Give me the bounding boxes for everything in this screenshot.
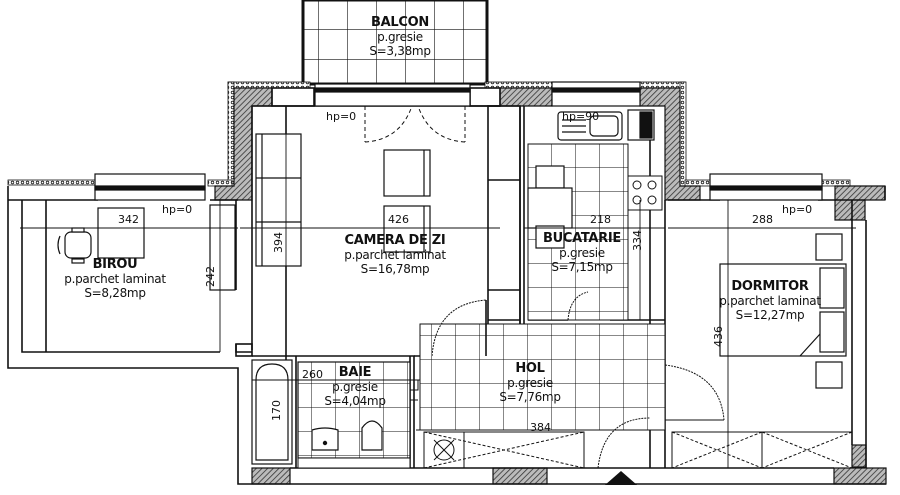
room-area: S=7,15mp: [551, 259, 613, 274]
room-label-balcon: BALCON p.gresie S=3,38mp: [345, 15, 455, 59]
nightstand-icon: [815, 233, 843, 389]
dimension-hol-width: 384: [530, 421, 551, 434]
sill-label-birou: hp=0: [162, 203, 193, 216]
balcony: [301, 0, 489, 86]
kitchen-sink-icon: [557, 111, 623, 141]
room-area: S=16,78mp: [360, 261, 430, 276]
washbasin-icon: [311, 427, 339, 451]
hall-floor-tiles: [419, 323, 666, 431]
room-area: S=12,27mp: [735, 307, 805, 322]
dimension-baie-width: 260: [302, 368, 323, 381]
dimension-camera-height: 394: [272, 232, 285, 253]
room-label-dormitor: DORMITOR p.parchet laminat S=12,27mp: [700, 279, 840, 323]
room-name: BIROU: [92, 257, 138, 272]
armchair-icon: [383, 149, 431, 253]
dimension-bucatarie-width: 218: [590, 213, 611, 226]
dimension-birou-height: 242: [204, 266, 217, 287]
dimension-camera-width: 426: [388, 213, 409, 226]
entrance-arrow-icon: [605, 471, 637, 485]
room-area: S=8,28mp: [84, 285, 146, 300]
dimension-birou-width: 342: [118, 213, 139, 226]
room-floor: p.parchet laminat: [64, 271, 166, 286]
room-name: BALCON: [371, 15, 429, 30]
sill-label-dormitor: hp=0: [782, 203, 813, 216]
bathtub-icon: [251, 359, 293, 465]
room-floor: p.gresie: [507, 375, 553, 390]
sofa-icon: [255, 133, 302, 267]
room-name: DORMITOR: [731, 279, 809, 294]
room-floor: p.gresie: [559, 245, 605, 260]
room-label-baie: BAIE p.gresie S=4,04mp: [310, 365, 400, 409]
room-area: S=7,76mp: [499, 389, 561, 404]
bath-cabinet-icon: [297, 457, 411, 469]
room-area: S=4,04mp: [324, 393, 386, 408]
room-label-bucatarie: BUCATARIE p.gresie S=7,15mp: [527, 231, 637, 275]
dimension-dormitor-width: 288: [752, 213, 773, 226]
windows: [94, 81, 823, 201]
room-floor: p.gresie: [332, 379, 378, 394]
toilet-icon: [361, 420, 383, 451]
dimension-baie-tub: 170: [270, 400, 283, 421]
hall-wardrobe-icon: [423, 431, 585, 469]
room-label-hol: HOL p.gresie S=7,76mp: [480, 361, 580, 405]
balcony-door: [364, 105, 466, 143]
room-label-camera-de-zi: CAMERA DE ZI p.parchet laminat S=16,78mp: [325, 233, 465, 277]
stove-icon: [627, 175, 663, 211]
bedroom-wardrobe-icon: [671, 431, 853, 469]
room-floor: p.parchet laminat: [344, 247, 446, 262]
desk-icon: [97, 204, 236, 291]
room-name: BAIE: [338, 365, 372, 380]
room-floor: p.parchet laminat: [719, 293, 821, 308]
sill-label-camera: hp=0: [326, 110, 357, 123]
doors: [410, 291, 725, 469]
office-chair-icon: [57, 227, 92, 264]
dimension-bucatarie-height: 334: [631, 230, 644, 251]
room-name: BUCATARIE: [542, 231, 621, 246]
room-label-birou: BIROU p.parchet laminat S=8,28mp: [45, 257, 185, 301]
dimension-dormitor-height: 436: [712, 326, 725, 347]
room-name: CAMERA DE ZI: [344, 233, 446, 248]
double-bed-icon: [719, 263, 847, 357]
kitchen-table-icon: [527, 165, 573, 249]
fridge-icon: [627, 109, 655, 141]
dimension-lines: [20, 106, 856, 468]
room-name: HOL: [515, 361, 545, 376]
room-floor: p.gresie: [377, 29, 423, 44]
room-area: S=3,38mp: [369, 43, 431, 58]
sill-label-bucatarie: hp=90: [562, 110, 600, 123]
